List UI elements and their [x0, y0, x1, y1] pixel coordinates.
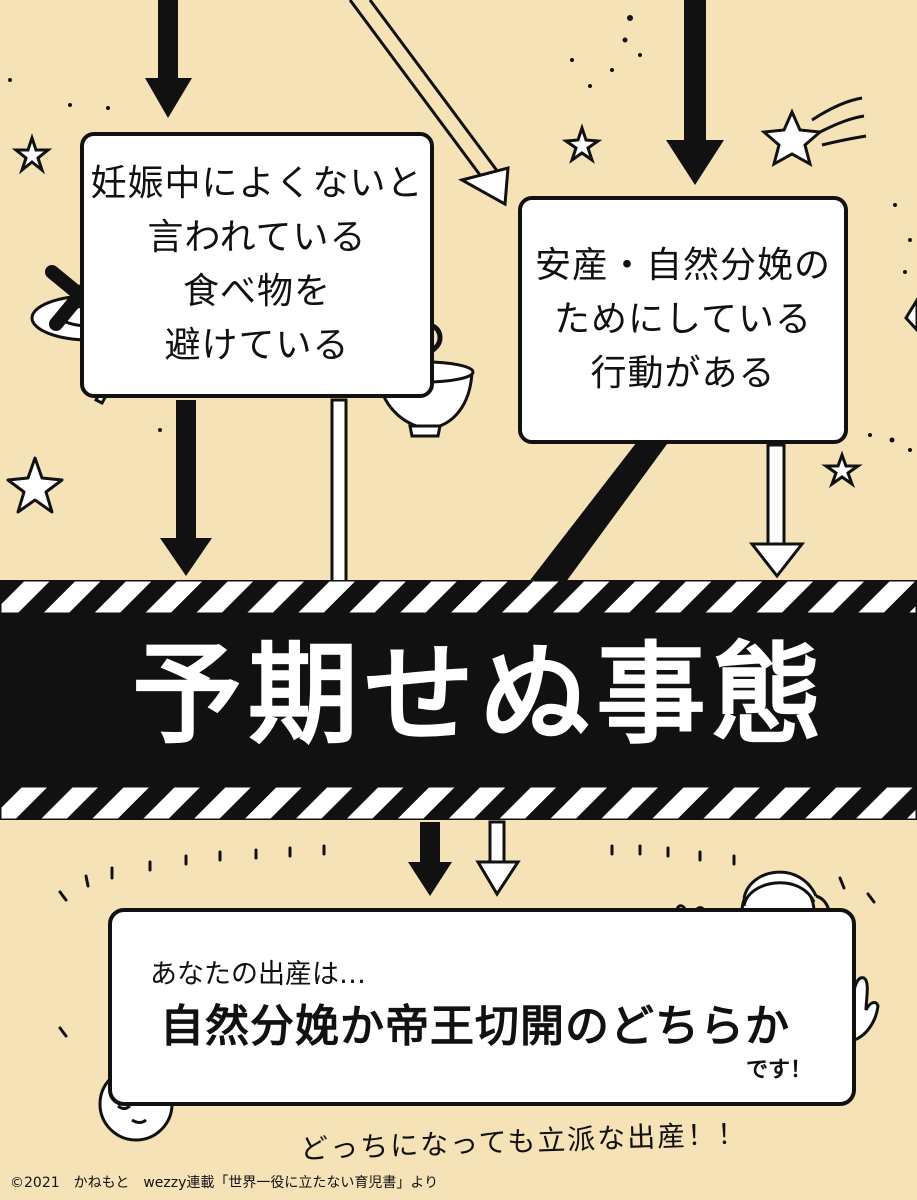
arrow-diagonal-outline-icon [348, 0, 510, 207]
shooting-star-icon [760, 96, 867, 168]
star-icon [6, 456, 64, 514]
warning-banner [0, 580, 917, 820]
banner-title: 予期せぬ事態 [132, 630, 828, 759]
star-icon [821, 450, 863, 488]
arrow-down-outline-icon [475, 820, 521, 897]
arrow-down-outline-icon [748, 443, 806, 579]
credit-line: ©2021 かねもと wezzy連載「世界一役に立たない育児書」より [10, 1175, 439, 1191]
connector-diagonal-black [524, 438, 670, 590]
result-intro: あなたの出産は… [150, 959, 366, 990]
sparkle-dots [8, 15, 912, 452]
arrow-down-icon [145, 0, 192, 118]
result-main: 自然分娩か帝王切開のどちらか [160, 1001, 790, 1052]
arrow-down-icon [666, 0, 724, 185]
decision-box-birth-actions-text: 安産・自然分娩の ためにしている 行動がある [534, 245, 831, 394]
star-icon [11, 133, 53, 175]
decision-box-food: 妊娠中によくないと 言われている 食べ物を 避けている [80, 132, 434, 398]
emphasis-dashes [58, 844, 876, 1038]
star-icon [904, 297, 917, 333]
result-end: です！ [745, 1058, 812, 1083]
arrow-down-icon [160, 400, 212, 576]
result-box: あなたの出産は… 自然分娩か帝王切開のどちらか です！ [108, 908, 856, 1106]
decision-box-birth-actions: 安産・自然分娩の ためにしている 行動がある [518, 196, 848, 444]
star-icon [561, 123, 603, 164]
arrow-down-icon [408, 822, 452, 896]
connector-line-outline [330, 398, 348, 586]
decision-box-food-text: 妊娠中によくないと 言われている 食べ物を 避けている [90, 163, 424, 366]
